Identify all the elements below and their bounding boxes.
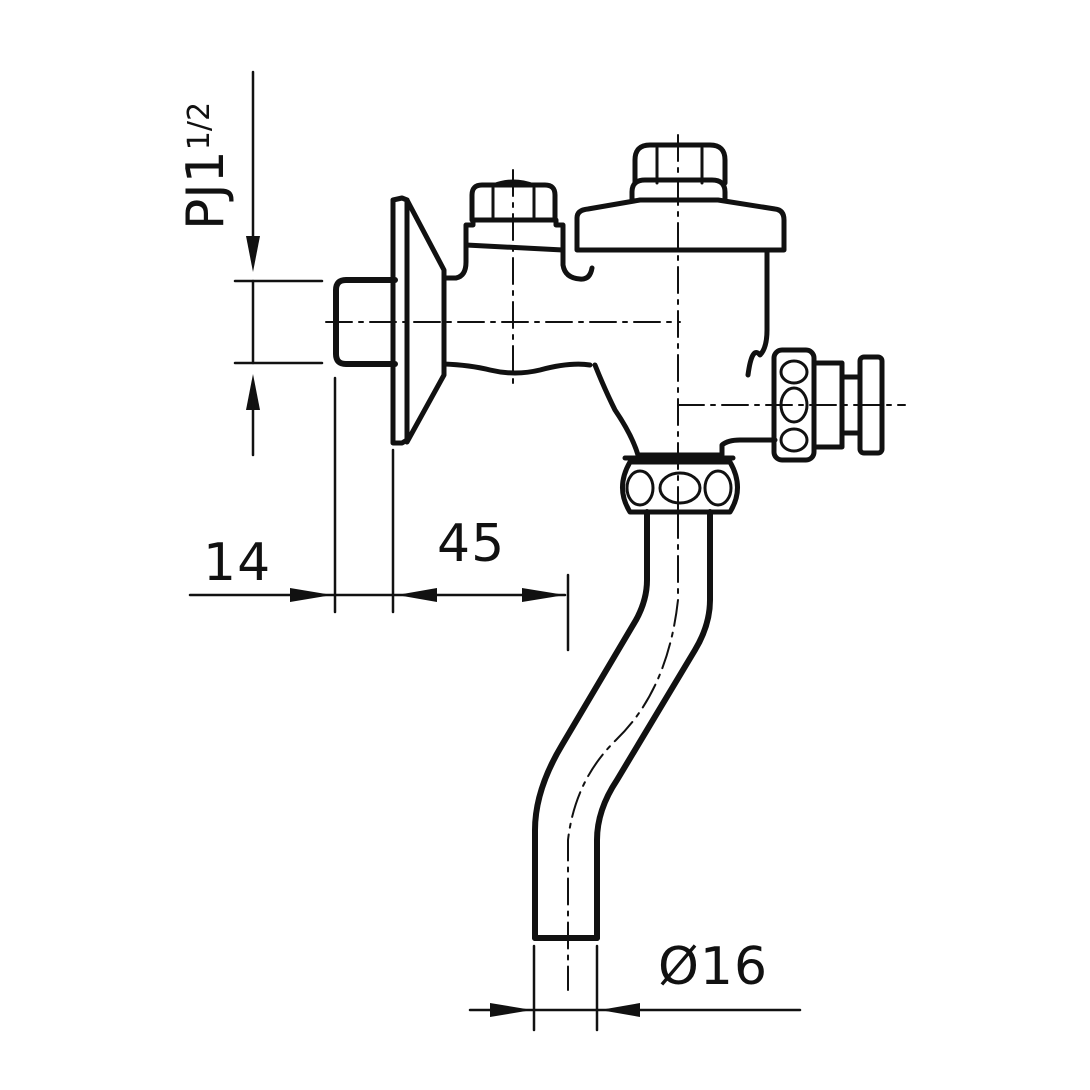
horizontal-dimensions <box>188 376 570 652</box>
pipe-diameter-label: Ø16 <box>658 937 769 997</box>
angle-valve-body <box>441 242 595 376</box>
push-button-handle <box>771 347 885 463</box>
diameter-dimension <box>468 944 802 1032</box>
thread-size-label: PJ11/2 <box>176 96 236 236</box>
inlet-outlet-distance-label: 45 <box>437 514 506 574</box>
thread-whole: 1 <box>176 150 236 184</box>
inlet-stub <box>333 277 398 367</box>
thread-prefix: PJ <box>176 183 236 231</box>
thread-dimension <box>233 70 324 457</box>
stop-valve-cap <box>463 179 566 253</box>
flange <box>390 195 447 446</box>
coupling-nut <box>620 455 740 515</box>
flush-valve-body <box>574 142 787 458</box>
thread-fraction: 1/2 <box>182 101 217 151</box>
center-lines <box>325 134 906 991</box>
flange-offset-label: 14 <box>203 533 272 593</box>
outlet-pipe <box>532 509 713 941</box>
